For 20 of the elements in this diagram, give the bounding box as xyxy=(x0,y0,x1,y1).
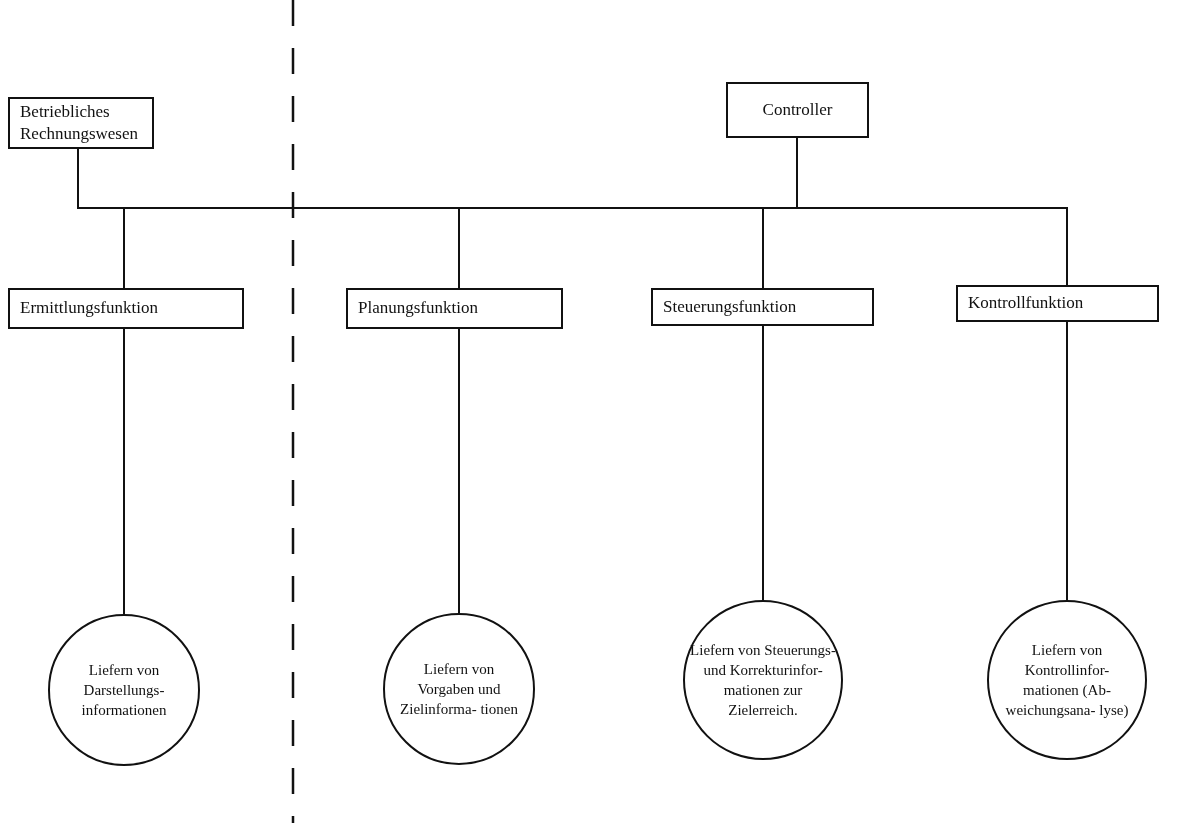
node-label: Liefern von Darstellungs- informationen xyxy=(80,660,168,721)
function-box xyxy=(956,285,1159,322)
connector-line xyxy=(458,328,460,614)
node-label: Liefern von Vorgaben und Zielinforma- tionen xyxy=(399,659,519,720)
node-label: Controller xyxy=(762,98,833,121)
node-label: Betriebliches Rechnungswesen xyxy=(20,100,140,145)
connector-line xyxy=(123,328,125,615)
node-label: Planungsfunktion xyxy=(358,297,478,320)
node-label: Steuerungsfunktion xyxy=(663,295,797,318)
connector-line xyxy=(1066,321,1068,601)
connector-line xyxy=(762,325,764,601)
function-box xyxy=(8,288,244,329)
function-box xyxy=(346,288,563,329)
function-box xyxy=(726,82,869,138)
function-box xyxy=(8,97,154,149)
node-label: Kontrollfunktion xyxy=(968,292,1084,315)
node-label: Liefern von Kontrollinfor- mationen (Ab- weichungsana- lyse) xyxy=(1004,640,1130,721)
node-label: Ermittlungsfunktion xyxy=(20,297,158,320)
node-label: Liefern von Steuerungs-und Korrekturinfor- mationen zur Zielerreich. xyxy=(689,640,837,721)
function-box xyxy=(651,288,874,326)
